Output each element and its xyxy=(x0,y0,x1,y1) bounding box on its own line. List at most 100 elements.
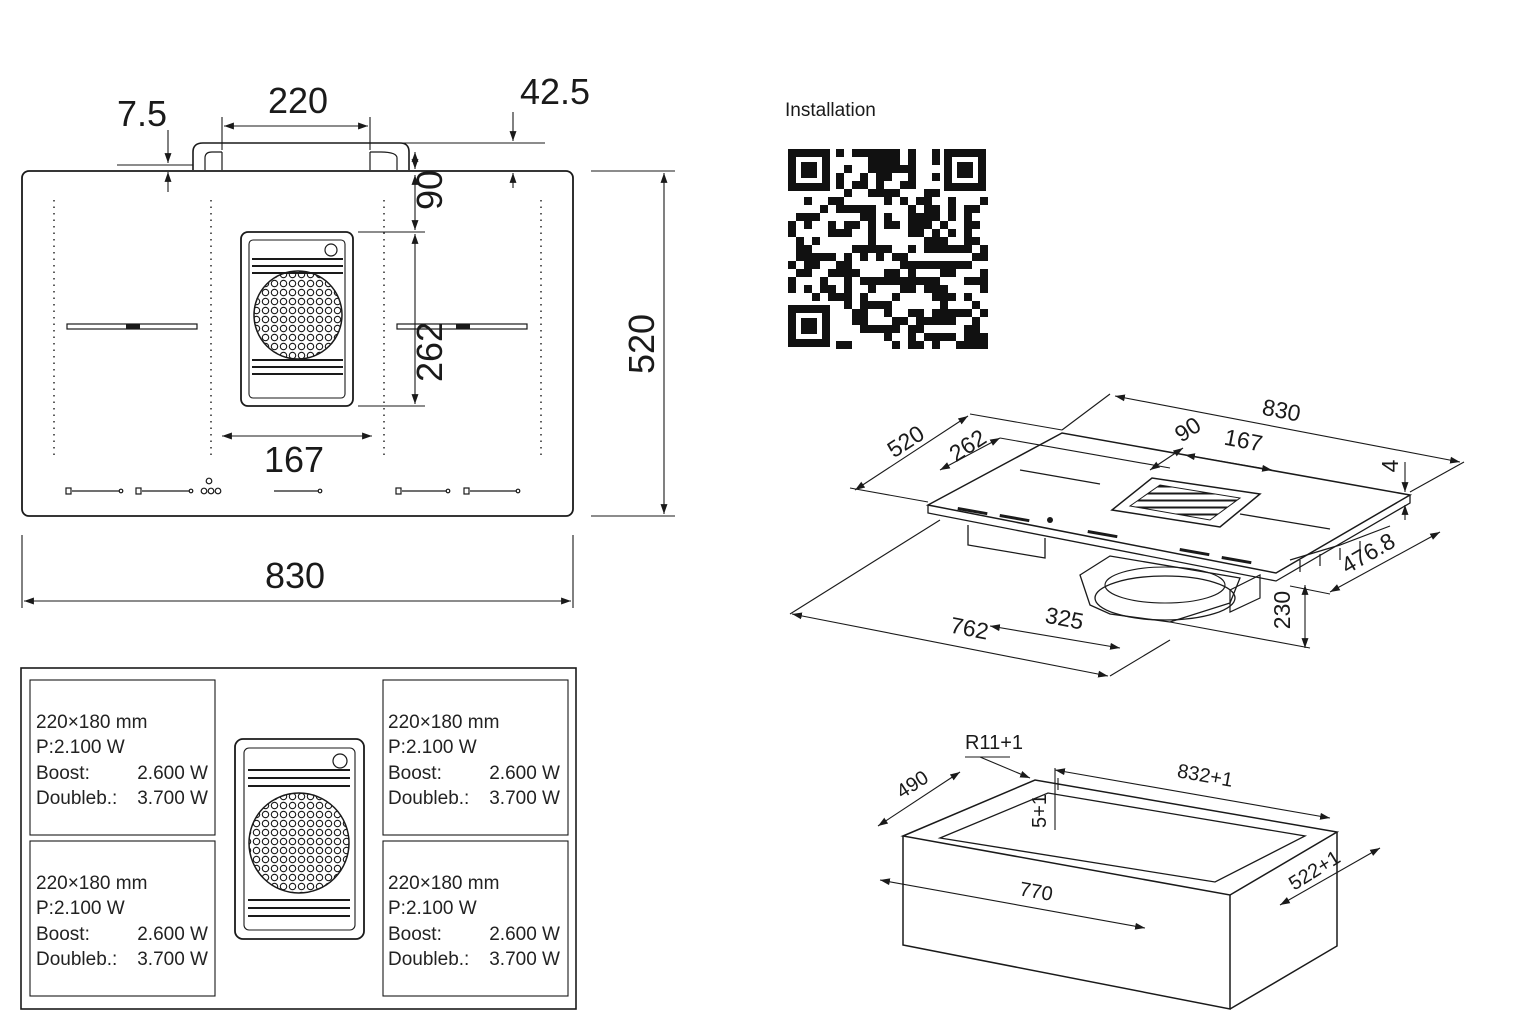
dim-right-offset: 42.5 xyxy=(520,71,590,112)
qr-module xyxy=(860,277,868,285)
qr-module xyxy=(924,237,932,245)
installation-label: Installation xyxy=(785,100,876,121)
qr-module xyxy=(940,245,948,253)
qr-module xyxy=(956,245,964,253)
qr-module xyxy=(892,165,900,173)
qr-module xyxy=(972,325,980,333)
installation-section: Installation xyxy=(785,100,988,349)
qr-module xyxy=(884,309,892,317)
vent-slats xyxy=(252,258,343,375)
qr-module xyxy=(884,269,892,277)
qr-module xyxy=(844,165,852,173)
qr-module xyxy=(860,317,868,325)
qr-module xyxy=(828,269,836,277)
qr-module xyxy=(844,277,852,285)
qr-module xyxy=(932,293,940,301)
qr-module xyxy=(908,261,916,269)
qr-module xyxy=(916,341,924,349)
control-buttons xyxy=(200,477,222,495)
zone-box-1 xyxy=(29,679,216,836)
qr-module xyxy=(948,245,956,253)
qr-module xyxy=(812,253,820,261)
qr-module xyxy=(900,253,908,261)
qr-module xyxy=(804,197,812,205)
qr-module xyxy=(972,277,980,285)
qr-module xyxy=(844,229,852,237)
qr-module xyxy=(940,301,948,309)
iso-dim-vent-width: 167 xyxy=(1222,424,1265,457)
qr-module xyxy=(884,173,892,181)
qr-module xyxy=(868,325,876,333)
qr-module xyxy=(948,333,956,341)
qr-module xyxy=(844,253,852,261)
cutout-dim-radius: R11+1 xyxy=(965,732,1023,754)
qr-module xyxy=(924,213,932,221)
qr-module xyxy=(804,213,812,221)
zone-4-double-value: 3.700 W xyxy=(489,949,560,970)
zone-2-boost-value: 2.600 W xyxy=(137,924,208,945)
qr-module xyxy=(964,325,972,333)
qr-module xyxy=(796,213,804,221)
qr-module xyxy=(876,245,884,253)
qr-module xyxy=(876,301,884,309)
qr-module xyxy=(908,205,916,213)
zone-box-2 xyxy=(29,840,216,997)
qr-module xyxy=(892,293,900,301)
qr-module xyxy=(884,149,892,157)
qr-module xyxy=(972,333,980,341)
qr-module xyxy=(884,333,892,341)
qr-module xyxy=(924,333,932,341)
zone-4-specs: 220×180 mm P:2.100 W Boost: 2.600 W Doub… xyxy=(388,873,560,970)
qr-module xyxy=(916,309,924,317)
qr-module xyxy=(972,301,980,309)
qr-module xyxy=(908,149,916,157)
qr-module xyxy=(804,253,812,261)
qr-module xyxy=(940,269,948,277)
qr-module xyxy=(972,221,980,229)
qr-module xyxy=(924,245,932,253)
qr-module xyxy=(908,213,916,221)
qr-module xyxy=(844,205,852,213)
qr-module xyxy=(852,221,860,229)
qr-module xyxy=(844,261,852,269)
qr-module xyxy=(884,213,892,221)
qr-module xyxy=(844,341,852,349)
qr-module xyxy=(932,213,940,221)
qr-module xyxy=(836,229,844,237)
zone-table: 220×180 mm P:2.100 W Boost: 2.600 W Doub… xyxy=(20,667,577,1010)
qr-module xyxy=(948,205,956,213)
qr-module xyxy=(916,197,924,205)
cutout-dim-rebate: 5+1 xyxy=(1029,794,1051,828)
qr-module xyxy=(828,229,836,237)
qr-module xyxy=(852,149,860,157)
qr-module xyxy=(852,269,860,277)
qr-module xyxy=(884,157,892,165)
zone-4-double-label: Doubleb.: xyxy=(388,949,469,970)
qr-module xyxy=(844,301,852,309)
zone-1-power: P:2.100 W xyxy=(36,737,125,758)
qr-module xyxy=(980,277,988,285)
qr-module xyxy=(828,221,836,229)
qr-module xyxy=(860,173,868,181)
qr-module xyxy=(820,253,828,261)
qr-module xyxy=(924,189,932,197)
qr-module xyxy=(932,317,940,325)
qr-module xyxy=(892,269,900,277)
qr-code[interactable] xyxy=(788,149,988,349)
qr-module xyxy=(948,317,956,325)
qr-module xyxy=(844,269,852,277)
qr-module xyxy=(924,205,932,213)
qr-module xyxy=(868,229,876,237)
dim-depth: 520 xyxy=(621,314,662,374)
qr-module xyxy=(836,293,844,301)
qr-module xyxy=(852,205,860,213)
vent-housing-outline xyxy=(192,142,410,170)
qr-module xyxy=(972,341,980,349)
dim-vent-width: 220 xyxy=(268,80,328,121)
qr-module xyxy=(932,189,940,197)
qr-module xyxy=(932,341,940,349)
iso-controls xyxy=(957,507,1252,565)
dim-vent-inner-width: 167 xyxy=(264,439,324,480)
zone-4-boost-value: 2.600 W xyxy=(489,924,560,945)
iso-dim-width: 830 xyxy=(1260,394,1303,427)
